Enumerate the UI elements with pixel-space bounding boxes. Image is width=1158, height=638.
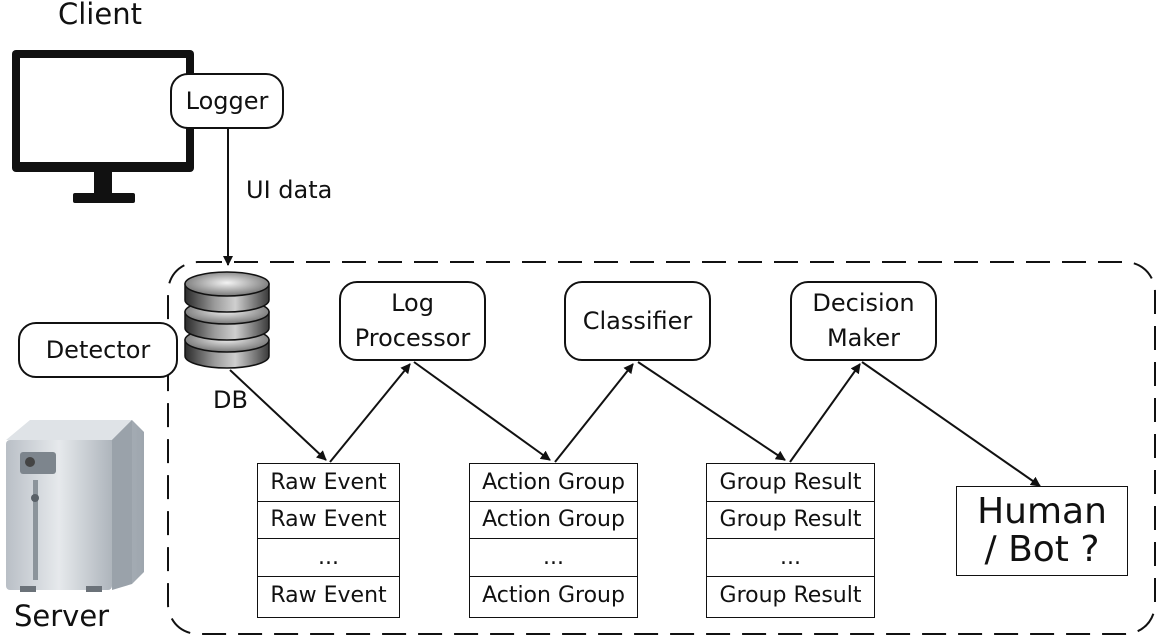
detector-box: Detector bbox=[18, 322, 178, 378]
action-group-ellipsis: ... bbox=[470, 539, 637, 577]
logger-label: Logger bbox=[185, 86, 269, 115]
db-label: DB bbox=[213, 386, 248, 414]
client-title: Client bbox=[58, 0, 142, 31]
human-bot-result-box: Human / Bot ? bbox=[956, 486, 1128, 576]
raw-event-cell: Raw Event bbox=[258, 502, 399, 539]
server-icon bbox=[6, 420, 144, 592]
database-icon bbox=[184, 271, 270, 369]
group-result-cell: Group Result bbox=[719, 582, 862, 608]
decision-maker-box: Decision Maker bbox=[790, 281, 937, 361]
logger-box: Logger bbox=[170, 73, 284, 129]
raw-event-cell: Raw Event bbox=[258, 464, 399, 502]
result-line1: Human bbox=[977, 491, 1107, 533]
raw-event-cell: Raw Event bbox=[270, 582, 387, 608]
group-result-cell: Group Result bbox=[707, 464, 874, 502]
server-title: Server bbox=[14, 599, 110, 633]
action-group-cell: Action Group bbox=[470, 464, 637, 502]
action-group-stack: Action Group Action Group ... Action Gro… bbox=[469, 463, 638, 618]
log-processor-line1: Log bbox=[391, 289, 434, 318]
result-line2: / Bot ? bbox=[984, 529, 1100, 570]
log-processor-box: Log Processor bbox=[339, 281, 486, 361]
group-result-stack: Group Result Group Result ... Group Resu… bbox=[706, 463, 875, 618]
raw-event-stack: Raw Event Raw Event ... Raw Event bbox=[257, 463, 400, 618]
detector-frame bbox=[167, 261, 1156, 635]
decision-maker-line1: Decision bbox=[812, 289, 915, 318]
monitor-icon bbox=[12, 50, 194, 203]
decision-maker-line2: Maker bbox=[826, 324, 901, 352]
detector-label: Detector bbox=[45, 335, 151, 364]
group-result-cell: Group Result bbox=[707, 502, 874, 539]
ui-data-label: UI data bbox=[246, 176, 333, 204]
raw-event-ellipsis: ... bbox=[258, 539, 399, 577]
action-group-cell: Action Group bbox=[482, 582, 625, 608]
group-result-ellipsis: ... bbox=[707, 539, 874, 577]
action-group-cell: Action Group bbox=[470, 502, 637, 539]
log-processor-line2: Processor bbox=[354, 324, 471, 352]
classifier-label: Classifier bbox=[582, 306, 693, 335]
classifier-box: Classifier bbox=[564, 281, 711, 361]
